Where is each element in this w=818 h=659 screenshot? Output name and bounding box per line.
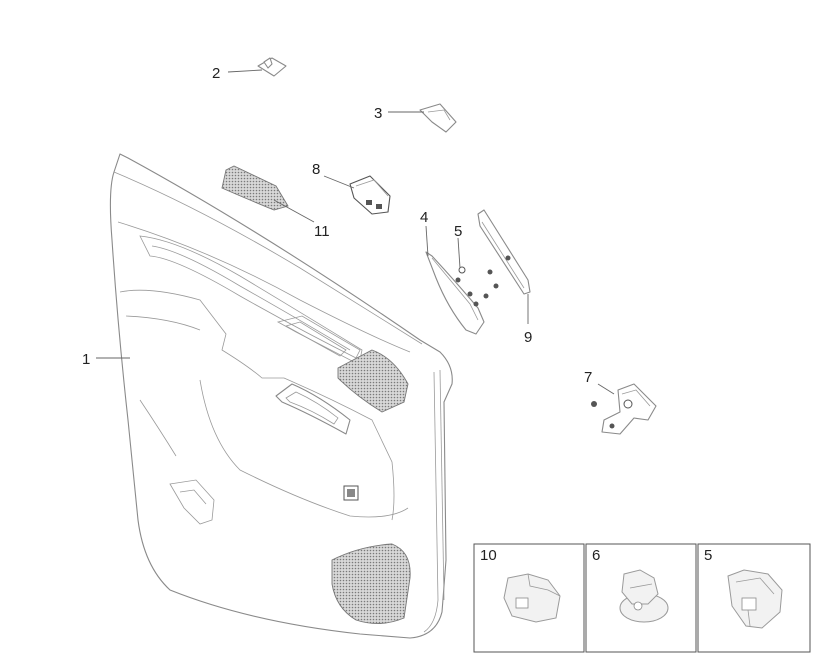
callout-9: 9 <box>524 329 532 346</box>
callout-2: 2 <box>212 65 220 82</box>
mesh-insert <box>221 165 289 211</box>
callout-1: 1 <box>82 351 90 368</box>
clip-icon <box>503 573 561 623</box>
leader-lines <box>96 69 615 395</box>
inset-panel-6: 6 <box>585 543 697 653</box>
inset-label-5: 5 <box>704 547 712 564</box>
push-rivet-icon <box>619 569 669 623</box>
callout-5: 5 <box>454 223 462 240</box>
door-trim-panel <box>109 153 453 639</box>
clip-part-3 <box>419 103 457 133</box>
mounting-bracket <box>591 383 657 435</box>
callout-11: 11 <box>314 223 330 240</box>
inset-label-10: 10 <box>480 547 497 564</box>
switch-module <box>349 175 391 215</box>
inset-panel-5: 5 <box>697 543 811 653</box>
callout-4: 4 <box>420 209 428 226</box>
callout-8: 8 <box>312 161 320 178</box>
trim-strip <box>477 209 531 295</box>
clip-part-2 <box>257 57 287 77</box>
inset-panel-10: 10 <box>473 543 585 653</box>
callout-7: 7 <box>584 369 592 386</box>
callout-3: 3 <box>374 105 382 122</box>
inset-label-6: 6 <box>592 547 600 564</box>
bracket-clip-icon <box>727 569 783 629</box>
pillar-trim <box>425 251 485 335</box>
